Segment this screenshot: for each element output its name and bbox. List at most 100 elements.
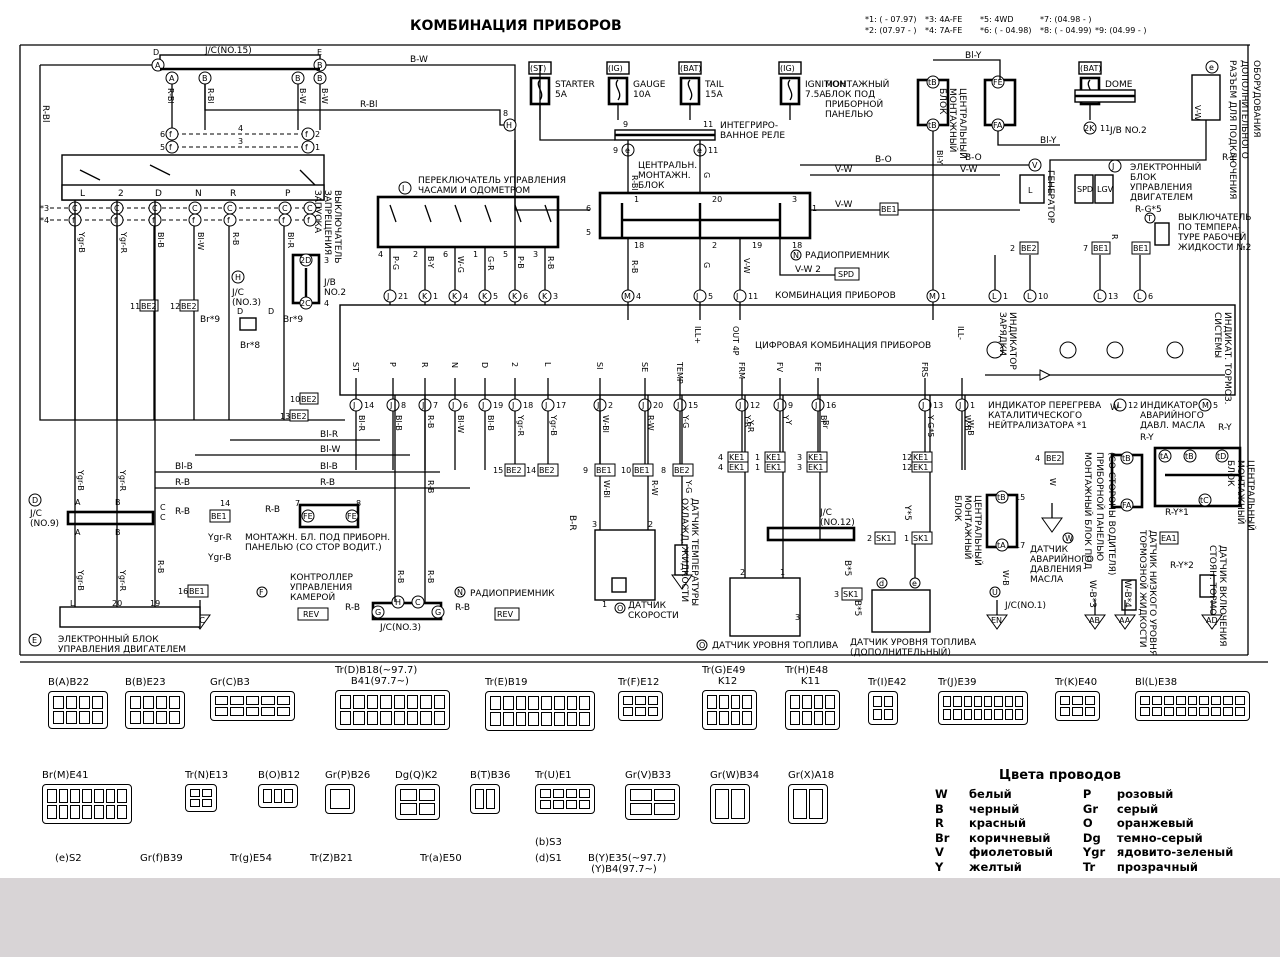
connector-pin [715,789,729,819]
connector-label: Tr(F)E12 [618,677,660,688]
mount-block-instr-label: МОНТАЖН. БЛ. ПОД ПРИБОРН.ПАНЕЛЬЮ (СО СТО… [245,533,390,553]
connector-pin [1151,707,1162,716]
connector-pin [809,789,823,819]
svg-text:T: T [1146,214,1152,223]
svg-text:16: 16 [178,587,188,596]
selector-pos: N [195,189,202,199]
connector-pin [366,695,379,709]
sk-tag: SK1 [876,534,891,543]
svg-text:15: 15 [493,466,503,475]
svg-text:D: D [32,496,38,505]
generator-block: V L ГЕНЕРАТОР BE2 2 [1010,158,1055,255]
parking-brake-label: ДАТЧИК ВКЛЮЧЕНИЯСТОЯН. ТОРМОЗА [1207,545,1227,647]
connector-pin [884,709,893,720]
svg-text:8: 8 [356,499,361,508]
svg-text:BE2: BE2 [141,302,157,311]
connector-pin [553,789,564,798]
svg-text:Y-R: Y-R [746,419,755,433]
diagram-title: КОМБИНАЦИЯ ПРИБОРОВ [410,18,622,34]
footnote: *2: (07.97 - ) [865,26,916,35]
svg-text:E: E [32,636,37,645]
connector-pin [366,711,379,725]
wire-relay-in [514,140,590,211]
svg-text:19: 19 [752,241,762,250]
legend-name: темно-серый [1116,830,1203,845]
connector-d: Tr(D)B18(~97.7) B41(97.7~) [335,665,450,730]
connector-pin [984,709,993,720]
wire-label-bw: B-W [410,55,428,65]
combo-conn-letter: J [386,292,389,301]
svg-text:2: 2 [648,520,653,529]
connector-pin [117,805,127,819]
connector-pin [420,711,432,725]
bottom-conn: J [641,401,644,410]
svg-text:FE: FE [347,512,357,521]
bottom-conn: J [421,401,424,410]
bottom-conn: J [958,401,961,410]
svg-text:12: 12 [1128,401,1138,410]
connector-body [1135,691,1250,721]
connector-pin [790,711,800,725]
cluster-bottom-pin: P [388,362,397,367]
wire-label-vw: V-W [835,200,853,210]
connector-pin [813,695,824,709]
svg-text:Bl-R: Bl-R [320,430,338,440]
connector-t: B(T)B36 [470,770,510,814]
svg-text:A: A [155,61,161,70]
connector-pin [1163,707,1174,716]
tag-spd-text: SPD [838,270,854,279]
connector-label: B(A)B22 [48,677,90,688]
ke-tag: KE1 [808,453,823,462]
connector-pin [1072,707,1083,716]
connector-pin [1175,707,1186,716]
svg-text:3: 3 [834,590,839,599]
bottom-conn: J [921,401,924,410]
jb2-right-label: J/B NO.2 [1109,126,1147,136]
svg-text:2: 2 [867,534,872,543]
svg-text:R-B: R-B [265,505,280,515]
fuel-level-sensor-aux: d e ДАТЧИК УРОВНЯ ТОПЛИВА(ДОПОЛНИТЕЛЬНЫЙ… [842,395,977,658]
svg-text:13: 13 [1108,292,1118,301]
svg-text:Ygr-B: Ygr-B [76,569,85,591]
svg-text:BE2: BE2 [291,412,307,421]
svg-text:4: 4 [636,292,641,301]
connector-pin [393,695,405,709]
connector-label: Gr(P)B26 [325,770,371,781]
connector-pin [79,711,90,724]
radio-label-bottom: РАДИОПРИЕМНИК [470,589,555,599]
jc15-label: J/C(NO.15) [204,46,252,56]
connector-pin [202,789,212,797]
legend-code: W [935,787,948,801]
bottom-wire: R-W [646,415,655,431]
connector-pin [1187,707,1198,716]
bottom-wire: Bl-B [394,415,403,431]
connector-pin [801,695,812,709]
svg-text:F: F [259,588,264,597]
wire-label-bo: B-O [875,155,892,165]
svg-text:4: 4 [324,299,329,308]
svg-text:6: 6 [463,401,468,410]
fuse-amp: 7.5A [805,90,826,100]
svg-text:H: H [235,273,241,282]
svg-text:Bl-Y: Bl-Y [935,150,944,165]
svg-text:A: A [75,528,81,537]
combo-conn-num: 4 [463,292,468,301]
svg-text:V-W 2: V-W 2 [795,265,821,275]
svg-text:BE2: BE2 [301,395,317,404]
connector-pin [1140,696,1150,705]
connector-pin [630,789,652,801]
connector-pin [994,696,1003,707]
wire-b-w [326,64,516,260]
svg-text:11: 11 [1100,124,1110,133]
ke-tag: KE1 [729,453,744,462]
